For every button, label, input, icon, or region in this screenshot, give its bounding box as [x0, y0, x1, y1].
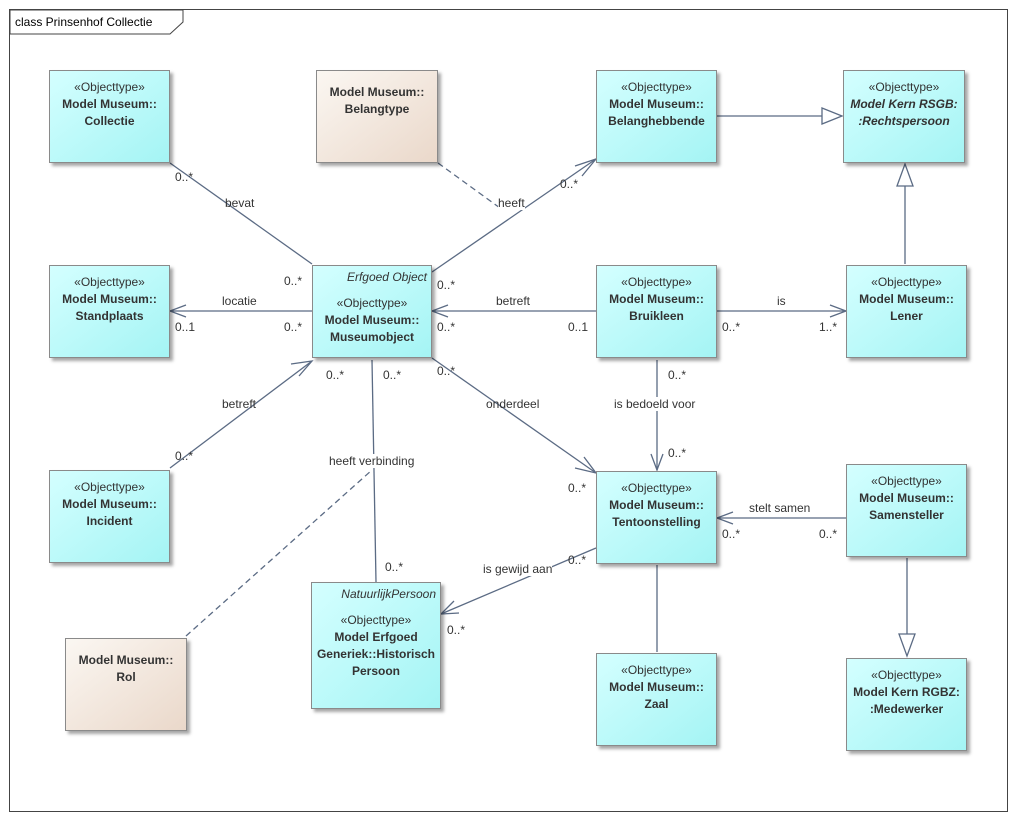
- stereotype: «Objecttype»: [336, 296, 408, 310]
- multiplicity-label: 0..*: [568, 481, 587, 495]
- association-label-is-gewijd-aan: is gewijd aan: [483, 562, 553, 576]
- stereotype: «Objecttype»: [871, 275, 942, 289]
- gen-arrow-rechtspersoon-2: [896, 162, 914, 187]
- edge-onderdeel: [431, 357, 597, 474]
- class-name: Model Museum:: Zaal: [609, 680, 704, 711]
- stereotype: «Objecttype»: [74, 275, 145, 289]
- stereotype: «Objecttype»: [868, 80, 940, 94]
- stereotype: «Objecttype»: [871, 474, 942, 488]
- multiplicity-label: 0..*: [175, 449, 194, 463]
- edge-betreft-incident-arrow: [290, 360, 314, 377]
- gen-arrow-medewerker: [898, 633, 916, 658]
- edge-is-gewijd-aan: [440, 547, 597, 615]
- association-label-betreft-incident: betreft: [222, 397, 257, 411]
- stereotype: «Objecttype»: [621, 481, 692, 495]
- multiplicity-label: 0..*: [383, 368, 402, 382]
- edge-betreft-incident: [169, 360, 313, 469]
- edge-stelt-samen-arrow: [715, 511, 734, 525]
- stereotype: «Objecttype»: [621, 80, 692, 94]
- diagram-frame: [9, 9, 1008, 812]
- class-name: Model Museum:: Museumobject: [324, 313, 420, 344]
- multiplicity-label: 0..*: [568, 553, 587, 567]
- stereotype: «Objecttype»: [621, 663, 692, 677]
- multiplicity-label: 0..*: [284, 320, 303, 334]
- frame-tab: [9, 9, 184, 35]
- association-label-stelt-samen: stelt samen: [749, 501, 811, 515]
- edge-bevat: [169, 162, 313, 265]
- class-tag: Erfgoed Object: [346, 270, 427, 284]
- multiplicity-label: 0..*: [668, 446, 687, 460]
- multiplicity-label: 0..*: [722, 320, 741, 334]
- class-name: Model Kern RGBZ: :Medewerker: [853, 685, 960, 716]
- edge-heeft: [431, 158, 597, 273]
- class-tag: NatuurlijkPersoon: [341, 587, 436, 601]
- association-label-is-bedoeld-voor: is bedoeld voor: [614, 397, 696, 411]
- class-standplaats[interactable]: «Objecttype» Model Museum:: Standplaats: [49, 265, 170, 358]
- class-name: Model Museum:: Collectie: [62, 97, 157, 128]
- stereotype: «Objecttype»: [340, 613, 412, 627]
- edge-heeft-verbinding: [371, 359, 377, 583]
- stereotype: «Objecttype»: [621, 275, 692, 289]
- association-label-locatie: locatie: [222, 294, 257, 308]
- class-belangtype[interactable]: Model Museum:: Belangtype: [316, 70, 438, 163]
- multiplicity-label: 0..*: [722, 527, 741, 541]
- class-name: Model Museum:: Bruikleen: [609, 292, 704, 323]
- class-historisch-persoon[interactable]: NatuurlijkPersoon «Objecttype» Model Erf…: [311, 582, 441, 709]
- multiplicity-label: 0..*: [437, 320, 456, 334]
- class-name: Model Kern RSGB: :Rechtspersoon: [850, 97, 958, 128]
- class-tentoonstelling[interactable]: «Objecttype» Model Museum:: Tentoonstell…: [596, 471, 717, 564]
- class-name: Model Museum:: Standplaats: [62, 292, 157, 323]
- class-medewerker[interactable]: «Objecttype» Model Kern RGBZ: :Medewerke…: [846, 658, 967, 751]
- class-name: Model Museum:: Belangtype: [329, 85, 425, 116]
- edge-is-gewijd-aan-arrow: [439, 600, 460, 615]
- class-collectie[interactable]: «Objecttype» Model Museum:: Collectie: [49, 70, 170, 163]
- multiplicity-label: 0..*: [447, 623, 466, 637]
- class-belanghebbende[interactable]: «Objecttype» Model Museum:: Belanghebben…: [596, 70, 717, 163]
- edge-betreft-arrow: [430, 304, 449, 318]
- class-bruikleen[interactable]: «Objecttype» Model Museum:: Bruikleen: [596, 265, 717, 358]
- class-name: Model Erfgoed Generiek::Historisch Perso…: [316, 630, 436, 678]
- class-rol[interactable]: Model Museum:: Rol: [65, 638, 187, 731]
- class-name: Model Museum:: Samensteller: [859, 491, 954, 522]
- edge-belangtype-dashed: [437, 162, 501, 209]
- class-name: Model Museum:: Incident: [62, 497, 157, 528]
- frame-title: class Prinsenhof Collectie: [15, 15, 153, 29]
- class-lener[interactable]: «Objecttype» Model Museum:: Lener: [846, 265, 967, 358]
- class-samensteller[interactable]: «Objecttype» Model Museum:: Samensteller: [846, 464, 967, 557]
- class-museumobject[interactable]: Erfgoed Object «Objecttype» Model Museum…: [312, 265, 432, 358]
- multiplicity-label: 0..*: [560, 177, 579, 191]
- association-label-heeft: heeft: [498, 196, 525, 210]
- class-incident[interactable]: «Objecttype» Model Museum:: Incident: [49, 470, 170, 563]
- multiplicity-label: 0..*: [668, 368, 687, 382]
- class-name: Model Museum:: Lener: [859, 292, 954, 323]
- association-label-is: is: [777, 294, 786, 308]
- multiplicity-label: 0..*: [326, 368, 345, 382]
- edge-rol-dashed: [185, 469, 373, 637]
- multiplicity-label: 0..1: [568, 320, 589, 334]
- edge-locatie-arrow: [168, 304, 187, 318]
- multiplicity-label: 0..*: [284, 274, 303, 288]
- class-name: Model Museum:: Belanghebbende: [608, 97, 705, 128]
- class-name: Model Museum:: Tentoonstelling: [609, 498, 704, 529]
- multiplicity-label: 0..*: [385, 560, 404, 574]
- multiplicity-label: 0..*: [437, 364, 456, 378]
- gen-arrow-rechtspersoon-1: [821, 107, 844, 125]
- class-zaal[interactable]: «Objecttype» Model Museum:: Zaal: [596, 653, 717, 746]
- stereotype: «Objecttype»: [871, 668, 942, 682]
- class-name: Model Museum:: Rol: [78, 653, 174, 684]
- edge-is-bedoeld-voor-arrow: [650, 453, 664, 472]
- stereotype: «Objecttype»: [74, 80, 145, 94]
- association-label-onderdeel: onderdeel: [486, 397, 540, 411]
- association-label-heeft-verbinding: heeft verbinding: [329, 454, 415, 468]
- multiplicity-label: 1..*: [819, 320, 838, 334]
- class-rechtspersoon[interactable]: «Objecttype» Model Kern RSGB: :Rechtsper…: [843, 70, 965, 163]
- multiplicity-label: 0..*: [819, 527, 838, 541]
- multiplicity-label: 0..*: [175, 170, 194, 184]
- stereotype: «Objecttype»: [74, 480, 145, 494]
- association-label-betreft: betreft: [496, 294, 531, 308]
- multiplicity-label: 0..*: [437, 278, 456, 292]
- association-label-bevat: bevat: [225, 196, 255, 210]
- multiplicity-label: 0..1: [175, 320, 196, 334]
